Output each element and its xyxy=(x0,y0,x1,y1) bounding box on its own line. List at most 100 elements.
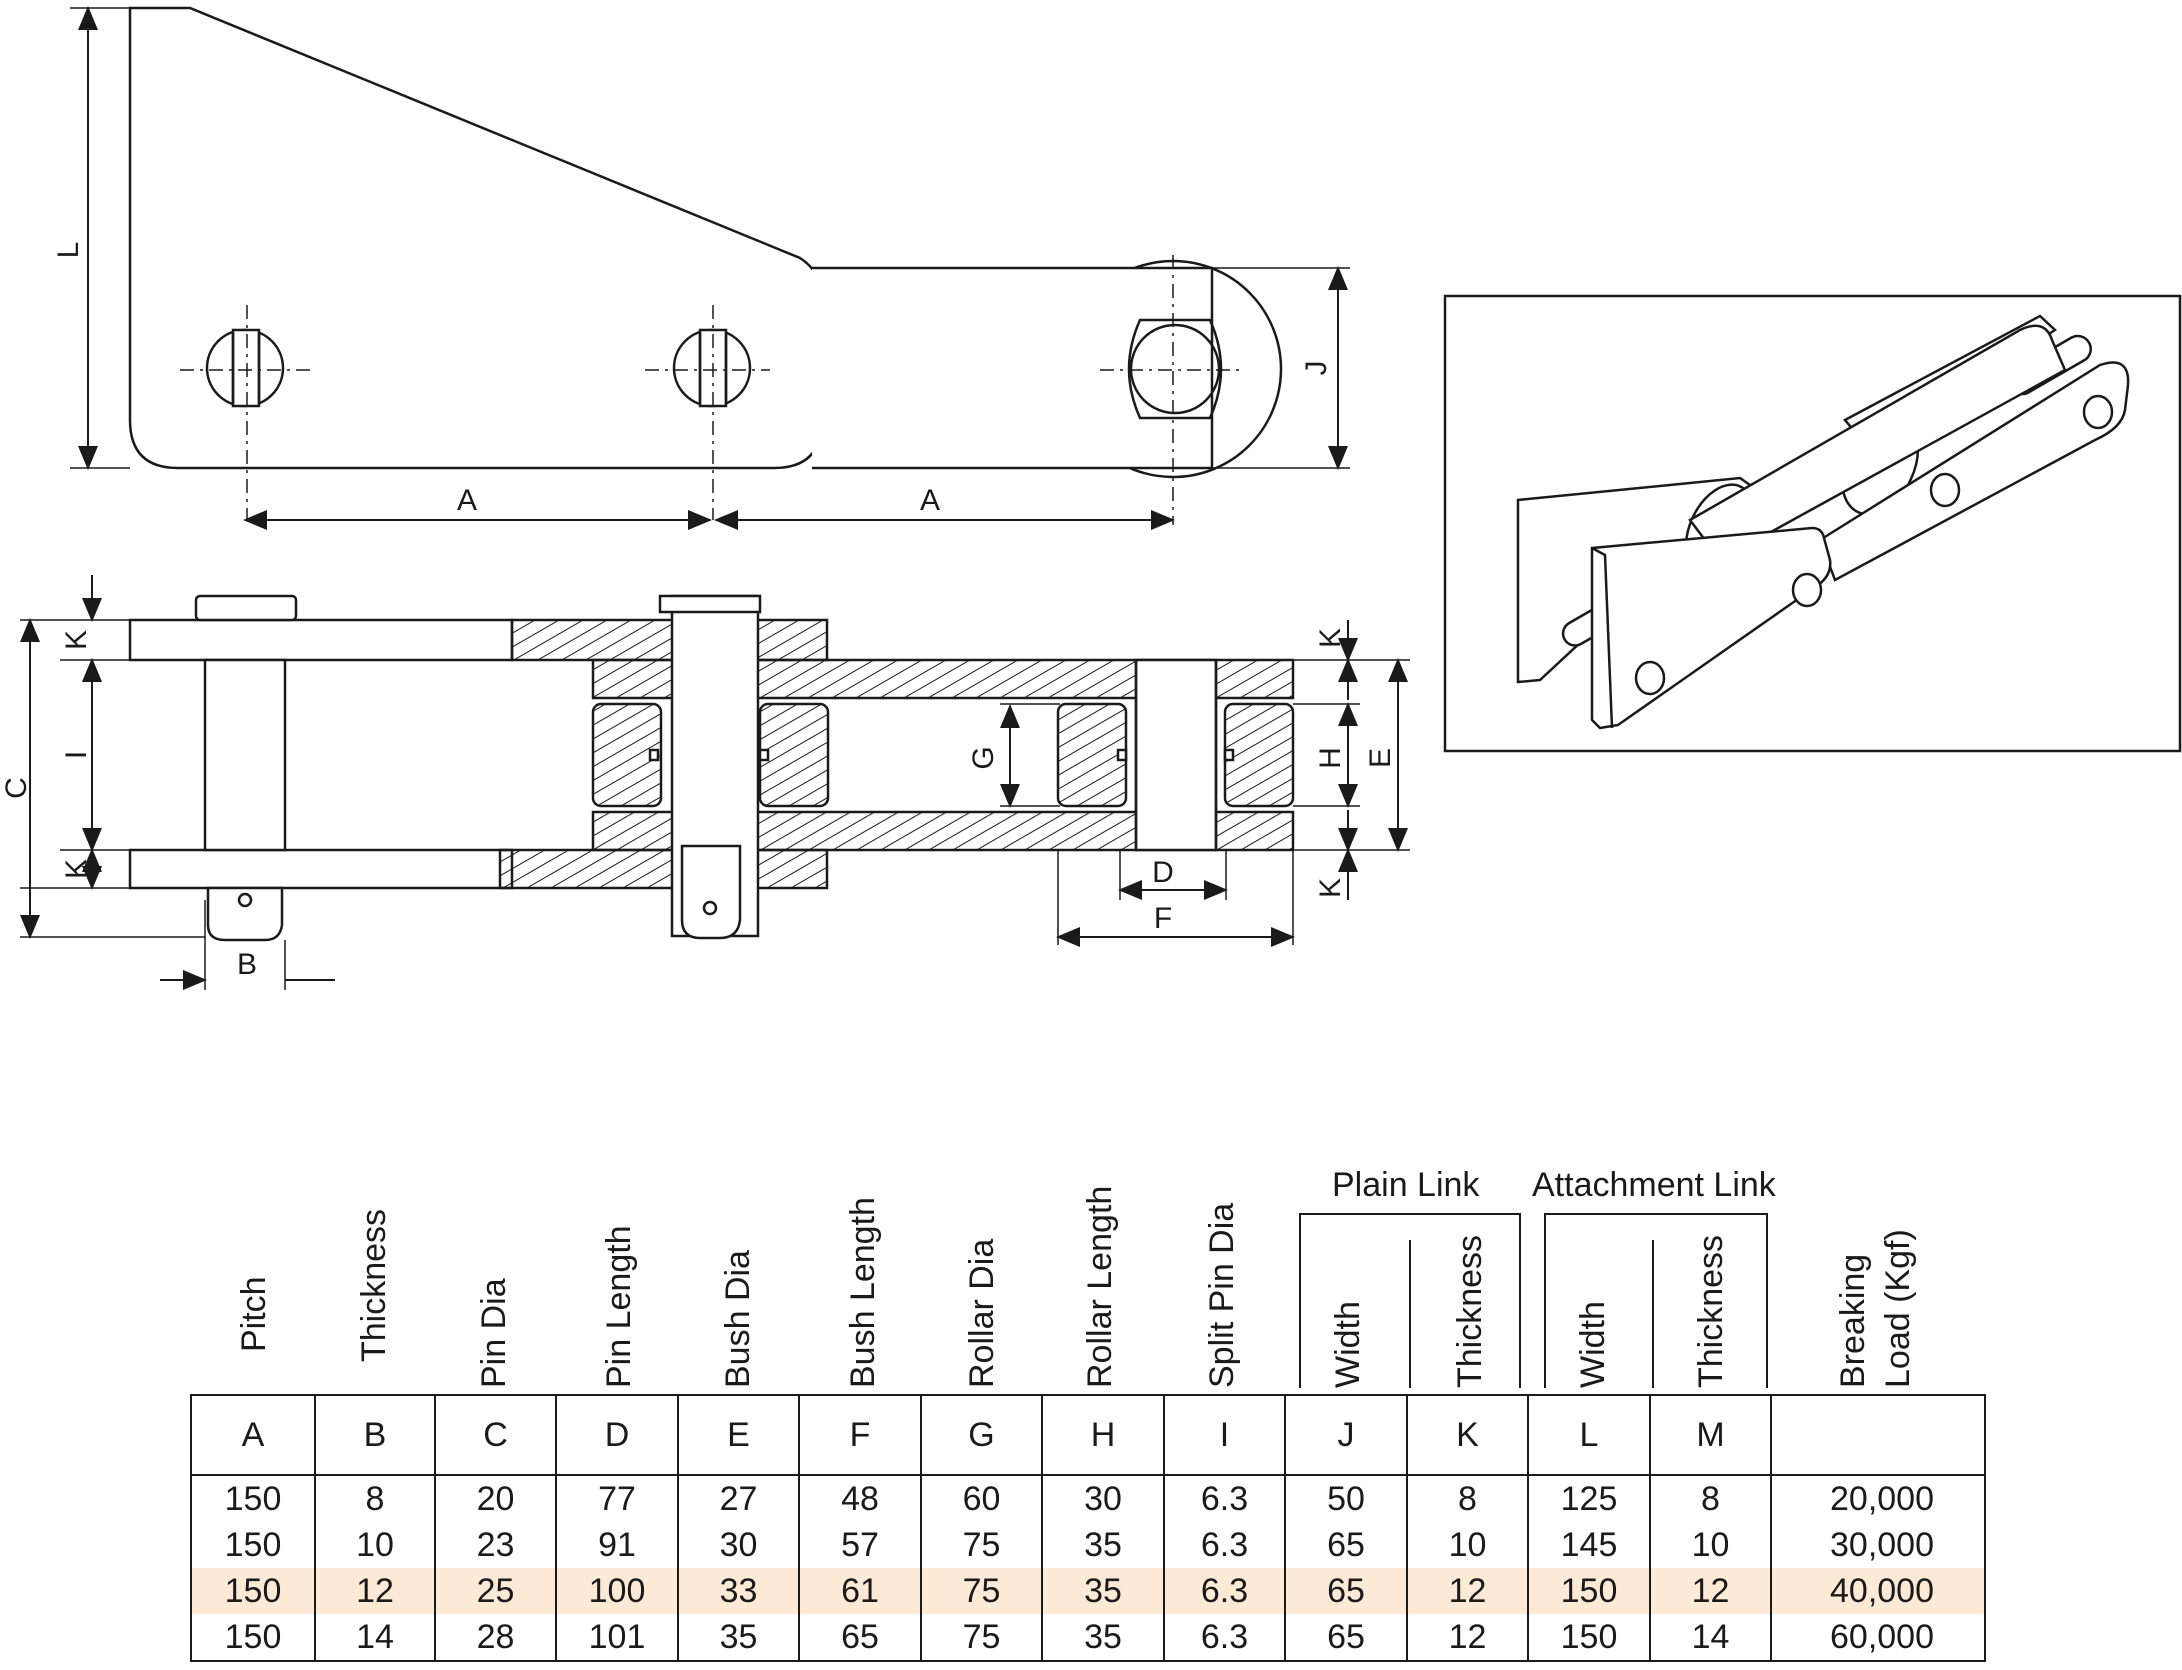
dim-label-K-top: K xyxy=(60,630,93,650)
table-cell: 28 xyxy=(434,1614,557,1662)
table-cell: 150 xyxy=(190,1522,316,1568)
table-cell: 61 xyxy=(798,1568,922,1614)
table-cell: 91 xyxy=(555,1522,679,1568)
table-row-highlighted: 150 12 25 100 33 61 75 35 6.3 65 12 150 … xyxy=(190,1568,1986,1614)
table-cell: 65 xyxy=(798,1614,922,1662)
letter-cell xyxy=(1770,1394,1986,1476)
table-cell: 65 xyxy=(1284,1522,1408,1568)
letter-cell: B xyxy=(314,1394,436,1476)
header-plain-thickness: Thickness xyxy=(1451,1234,1489,1388)
table-cell: 150 xyxy=(190,1568,316,1614)
letter-cell: H xyxy=(1041,1394,1165,1476)
left-pin-head xyxy=(194,594,298,622)
table-cell: 14 xyxy=(1649,1614,1772,1662)
letter-cell: M xyxy=(1649,1394,1772,1476)
table-cell: 35 xyxy=(1041,1614,1165,1662)
bush-end xyxy=(1127,318,1223,420)
section-dimensions xyxy=(20,575,1410,990)
section-view xyxy=(128,594,1295,942)
table-cell: 150 xyxy=(1527,1568,1651,1614)
letter-cell: C xyxy=(434,1394,557,1476)
table-cell: 75 xyxy=(920,1614,1043,1662)
table-row: 150 14 28 101 35 65 75 35 6.3 65 12 150 … xyxy=(190,1614,1986,1662)
dim-label-A-2: A xyxy=(920,484,940,517)
dim-label-G: G xyxy=(967,746,1000,769)
letter-cell: A xyxy=(190,1394,316,1476)
group-plain-link: Plain Link xyxy=(1332,1166,1480,1204)
table-cell: 60 xyxy=(920,1474,1043,1522)
header-bush-dia: Bush Dia xyxy=(719,1250,757,1388)
header-breaking: Breaking xyxy=(1834,1253,1872,1388)
table-cell: 65 xyxy=(1284,1568,1408,1614)
letter-cell: L xyxy=(1527,1394,1651,1476)
dim-label-J: J xyxy=(1300,361,1333,376)
table-cell: 6.3 xyxy=(1163,1522,1286,1568)
table-cell: 30,000 xyxy=(1770,1522,1986,1568)
header-pitch: Pitch xyxy=(235,1276,273,1352)
table-cell: 101 xyxy=(555,1614,679,1662)
table-cell: 77 xyxy=(555,1474,679,1522)
table-cell: 35 xyxy=(1041,1568,1165,1614)
table-cell: 6.3 xyxy=(1163,1614,1286,1662)
table-cell: 20 xyxy=(434,1474,557,1522)
dim-label-K-right-top: K xyxy=(1314,628,1347,648)
table-row: 150 10 23 91 30 57 75 35 6.3 65 10 145 1… xyxy=(190,1522,1986,1568)
table-cell: 75 xyxy=(920,1522,1043,1568)
table-cell: 6.3 xyxy=(1163,1568,1286,1614)
table-row: 150 8 20 77 27 48 60 30 6.3 50 8 125 8 2… xyxy=(190,1474,1986,1522)
header-rollar-dia: Rollar Dia xyxy=(963,1238,1001,1388)
header-bush-length: Bush Length xyxy=(844,1197,882,1388)
letter-cell: K xyxy=(1406,1394,1529,1476)
group-attachment-link: Attachment Link xyxy=(1532,1166,1776,1204)
letter-cell: G xyxy=(920,1394,1043,1476)
dim-label-L: L xyxy=(52,242,85,259)
table-cell: 35 xyxy=(1041,1522,1165,1568)
header-attachment-thickness: Thickness xyxy=(1692,1234,1730,1388)
letter-cell: I xyxy=(1163,1394,1286,1476)
dim-label-C: C xyxy=(0,777,33,799)
letter-cell: J xyxy=(1284,1394,1408,1476)
table-cell: 30 xyxy=(1041,1474,1165,1522)
header-attachment-width: Width xyxy=(1574,1301,1612,1388)
table-cell: 50 xyxy=(1284,1474,1408,1522)
dim-label-K-right-bottom: K xyxy=(1314,878,1347,898)
dim-label-F: F xyxy=(1154,902,1172,935)
isometric-view xyxy=(1443,294,2182,753)
chain-technical-drawing: L J A A xyxy=(0,6,2182,990)
table-cell: 10 xyxy=(1406,1522,1529,1568)
header-pin-dia: Pin Dia xyxy=(475,1278,513,1388)
table-cell: 12 xyxy=(1406,1568,1529,1614)
dim-label-B: B xyxy=(237,948,257,981)
table-cell: 57 xyxy=(798,1522,922,1568)
table-cell: 8 xyxy=(1649,1474,1772,1522)
table-cell: 8 xyxy=(1406,1474,1529,1522)
table-cell: 27 xyxy=(677,1474,800,1522)
dim-label-I: I xyxy=(60,751,93,759)
dim-label-D: D xyxy=(1152,856,1174,889)
table-cell: 125 xyxy=(1527,1474,1651,1522)
table-cell: 23 xyxy=(434,1522,557,1568)
table-cell: 33 xyxy=(677,1568,800,1614)
spec-table: A B C D E F G H I J K L M 150 8 20 77 27… xyxy=(190,1394,1986,1662)
table-cell: 145 xyxy=(1527,1522,1651,1568)
table-cell: 30 xyxy=(677,1522,800,1568)
dim-label-A-1: A xyxy=(457,484,477,517)
header-thickness: Thickness xyxy=(355,1208,393,1362)
side-view xyxy=(70,6,1350,530)
center-pin-tail xyxy=(680,844,742,940)
header-split-pin-dia: Split Pin Dia xyxy=(1203,1202,1241,1388)
table-cell: 14 xyxy=(314,1614,436,1662)
letter-cell: D xyxy=(555,1394,679,1476)
dim-label-H: H xyxy=(1314,747,1347,769)
table-cell: 150 xyxy=(1527,1614,1651,1662)
table-cell: 10 xyxy=(314,1522,436,1568)
plain-plate xyxy=(812,266,1214,470)
table-cell: 60,000 xyxy=(1770,1614,1986,1662)
table-cell: 150 xyxy=(190,1474,316,1522)
header-rollar-length: Rollar Length xyxy=(1081,1185,1119,1388)
header-plain-width: Width xyxy=(1329,1301,1367,1388)
letter-cell: E xyxy=(677,1394,800,1476)
table-cell: 75 xyxy=(920,1568,1043,1614)
dim-label-E: E xyxy=(1364,748,1397,768)
